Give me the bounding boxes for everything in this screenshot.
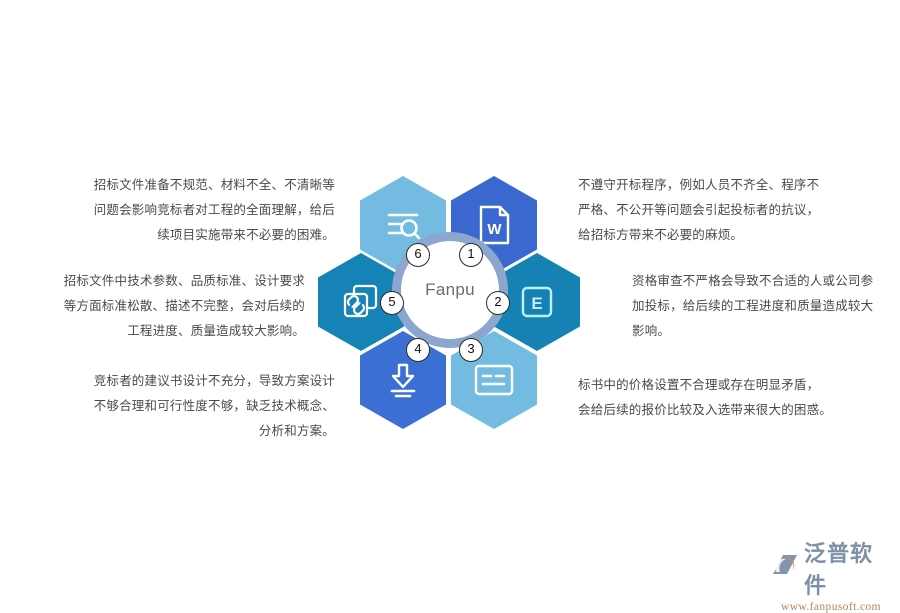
logo-company-name: 泛普软件 (804, 542, 874, 599)
svg-text:W: W (487, 221, 502, 238)
excel-document-icon: E (518, 283, 556, 321)
hexagon-cluster: W E (318, 172, 582, 434)
hexagon-4[interactable] (360, 331, 446, 429)
brand-label: Fanpu (425, 280, 475, 299)
word-document-icon: W (475, 204, 513, 246)
fanpu-swoosh-icon (770, 552, 800, 585)
search-list-icon (383, 205, 423, 245)
download-icon (383, 360, 423, 400)
note-left-1: 招标文件准备不规范、材料不全、不清晰等 问题会影响竞标者对工程的全面理解，给后 … (93, 177, 335, 242)
note-left-3: 竞标者的建议书设计不充分，导致方案设计 不够合理和可行性度不够，缺乏技术概念、 … (93, 373, 335, 438)
infographic-canvas: 招标文件准备不规范、材料不全、不清晰等 问题会影响竞标者对工程的全面理解，给后 … (63, 172, 892, 613)
step-bubble-4[interactable]: 4 (406, 338, 430, 362)
note-right-2: 资格审查不严格会导致不合适的人或公司参 加投标，给后续的工程进度和质量造成较大 … (632, 273, 874, 338)
step-bubble-6[interactable]: 6 (406, 243, 430, 267)
logo-row: 泛普软件 (770, 536, 892, 600)
logo-website-url: www.fanpusoft.com (781, 601, 881, 613)
note-left-2: 招标文件中技术参数、品质标准、设计要求 等方面标准松散、描述不完整，会对后续的 … (63, 273, 305, 338)
svg-text:E: E (531, 294, 542, 313)
step-bubble-1[interactable]: 1 (459, 243, 483, 267)
note-right-1: 不遵守开标程序，例如人员不齐全、程序不 严格、不公开等问题会引起投标者的抗议， … (578, 177, 820, 242)
step-bubble-2[interactable]: 2 (486, 291, 510, 315)
form-card-icon (473, 363, 515, 397)
company-logo[interactable]: 泛普软件 www.fanpusoft.com (770, 536, 892, 613)
step-bubble-5[interactable]: 5 (380, 291, 404, 315)
step-bubble-3[interactable]: 3 (459, 338, 483, 362)
note-right-3: 标书中的价格设置不合理或存在明显矛盾， 会给后续的报价比较及入选带来很大的困惑。 (578, 377, 833, 417)
link-chain-icon (340, 281, 382, 323)
